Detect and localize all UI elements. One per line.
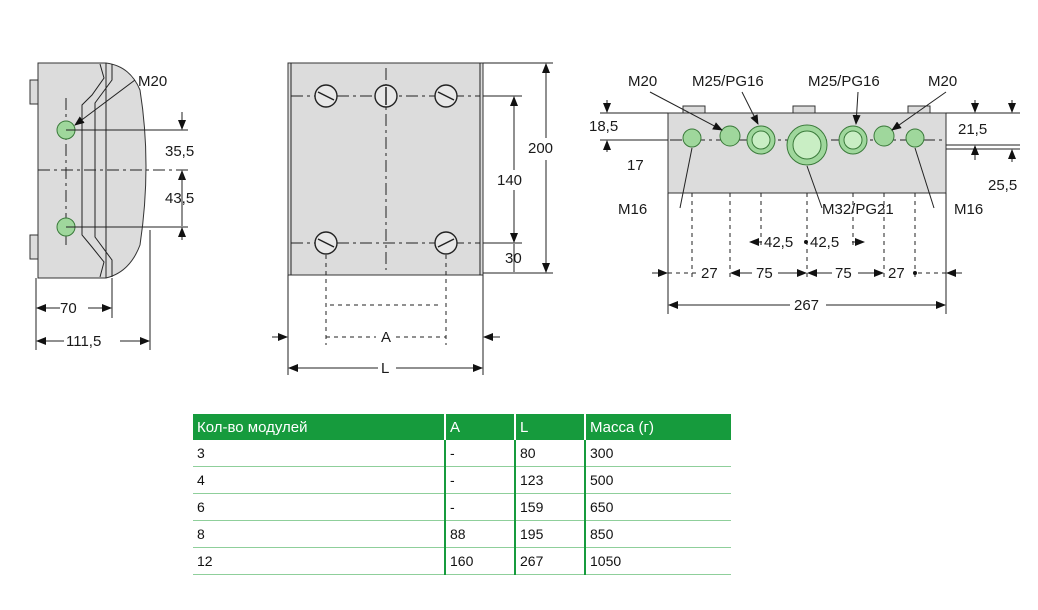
gland-m16-right (905, 128, 925, 148)
table-row: 4 - 123 500 (193, 466, 731, 494)
dim-42-5-right: 42,5 (810, 234, 839, 251)
table-row: 8 88 195 850 (193, 520, 731, 548)
cell-a: - (445, 440, 516, 467)
table-row: 3 - 80 300 (193, 440, 731, 467)
technical-drawing: M20 35,5 43,5 70 111,5 200 (29, 62, 1020, 377)
table-row: 6 - 159 650 (193, 493, 731, 521)
cell-l: 159 (515, 493, 586, 521)
cell-a: 88 (445, 520, 516, 548)
dim-17: 17 (627, 157, 644, 174)
label-m16-right: M16 (954, 201, 983, 218)
dim-42-5-left: 42,5 (764, 234, 793, 251)
cell-modules: 12 (193, 547, 446, 575)
header-l: L (515, 414, 586, 440)
side-dim-43-5: 43,5 (165, 190, 194, 207)
header-mass: Масса (г) (585, 414, 731, 440)
table-row: 12 160 267 1050 (193, 547, 731, 575)
front-screw-bl (314, 231, 338, 255)
front-dim-140: 140 (497, 172, 522, 189)
dimensions-table: Кол-во модулей A L Масса (г) 3 - 80 300 … (193, 414, 731, 575)
cell-modules: 6 (193, 493, 446, 521)
front-screw-tl (314, 84, 338, 108)
cell-mass: 650 (585, 493, 731, 521)
dim-21-5: 21,5 (958, 121, 987, 138)
cell-l: 123 (515, 466, 586, 494)
dim-75-right: 75 (835, 265, 852, 282)
front-screw-br (434, 231, 458, 255)
side-dim-111-5: 111,5 (66, 333, 101, 350)
cell-mass: 850 (585, 520, 731, 548)
side-label-m20: M20 (138, 73, 167, 90)
label-m25-right: M25/PG16 (808, 73, 880, 90)
front-screw-tc (374, 84, 398, 108)
label-m20-right: M20 (928, 73, 957, 90)
cell-l: 195 (515, 520, 586, 548)
cell-mass: 1050 (585, 547, 731, 575)
cell-a: - (445, 466, 516, 494)
dim-25-5: 25,5 (988, 177, 1017, 194)
cell-l: 80 (515, 440, 586, 467)
label-m32: M32/PG21 (822, 201, 894, 218)
label-m16-left: M16 (618, 201, 647, 218)
dim-27-right: 27 (888, 265, 905, 282)
cell-a: 160 (445, 547, 516, 575)
gland-m20-left (719, 125, 741, 147)
dim-27-left: 27 (701, 265, 718, 282)
cell-mass: 300 (585, 440, 731, 467)
cell-modules: 8 (193, 520, 446, 548)
gland-m16-left (682, 128, 702, 148)
front-label-a: A (381, 329, 391, 346)
header-modules: Кол-во модулей (193, 414, 446, 440)
dim-18-5: 18,5 (589, 118, 618, 135)
front-label-l: L (381, 360, 389, 377)
dim-75-left: 75 (756, 265, 773, 282)
cell-modules: 4 (193, 466, 446, 494)
side-dim-35-5: 35,5 (165, 143, 194, 160)
cell-mass: 500 (585, 466, 731, 494)
cell-a: - (445, 493, 516, 521)
side-dim-70: 70 (60, 300, 77, 317)
cell-modules: 3 (193, 440, 446, 467)
gland-m20-right (873, 125, 895, 147)
label-m25-left: M25/PG16 (692, 73, 764, 90)
cell-l: 267 (515, 547, 586, 575)
front-view: 200 140 30 A L (272, 62, 553, 377)
dim-267: 267 (794, 297, 819, 314)
front-dim-30: 30 (505, 250, 522, 267)
header-a: A (445, 414, 516, 440)
side-view: M20 35,5 43,5 70 111,5 (29, 62, 194, 350)
table-header-row: Кол-во модулей A L Масса (г) (193, 414, 731, 440)
front-screw-tr (434, 84, 458, 108)
dimensions-table-container: Кол-во модулей A L Масса (г) 3 - 80 300 … (193, 414, 731, 575)
bottom-view: M20 M25/PG16 M25/PG16 M20 18,5 17 21,5 2… (589, 73, 1020, 314)
label-m20-left: M20 (628, 73, 657, 90)
front-dim-200: 200 (528, 140, 553, 157)
